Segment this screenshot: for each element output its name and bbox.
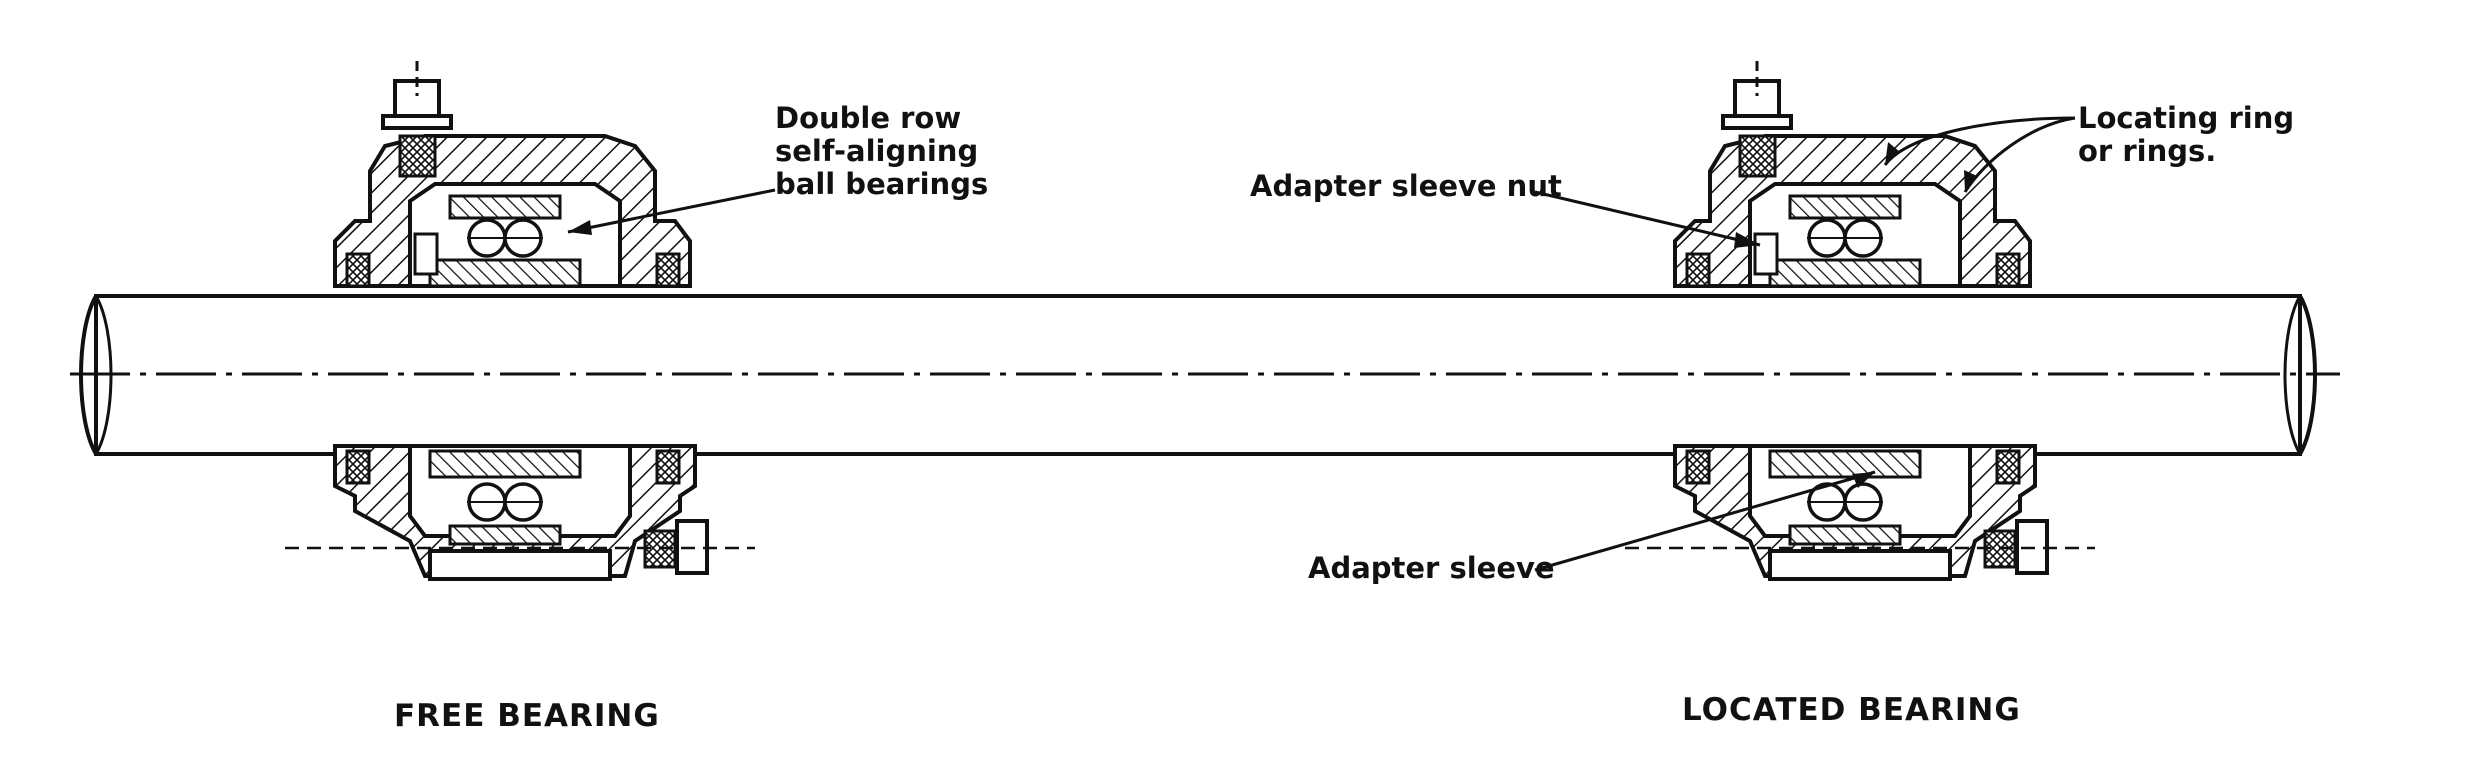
caption-located-bearing: LOCATED BEARING xyxy=(1682,692,2021,728)
label-locating-ring: Locating ring or rings. xyxy=(2078,101,2294,168)
leader-adapter-sleeve-nut xyxy=(1534,190,1761,247)
leader-arrowheads xyxy=(568,142,1977,488)
caption-free-bearing: FREE BEARING xyxy=(394,698,660,734)
label-adapter-sleeve: Adapter sleeve xyxy=(1308,551,1555,585)
label-double-row-line3: ball bearings xyxy=(775,167,988,201)
label-double-row-line2: self-aligning xyxy=(775,134,978,168)
leader-double-row xyxy=(567,188,776,234)
label-double-row: Double row self-aligning ball bearings xyxy=(775,101,988,201)
label-double-row-line1: Double row xyxy=(775,101,961,135)
leader-adapter-sleeve xyxy=(1534,470,1876,572)
label-adapter-sleeve-nut: Adapter sleeve nut xyxy=(1250,169,1562,203)
label-locating-ring-line1: Locating ring xyxy=(2078,101,2294,135)
label-locating-ring-line2: or rings. xyxy=(2078,134,2216,168)
shaft xyxy=(70,294,2340,456)
